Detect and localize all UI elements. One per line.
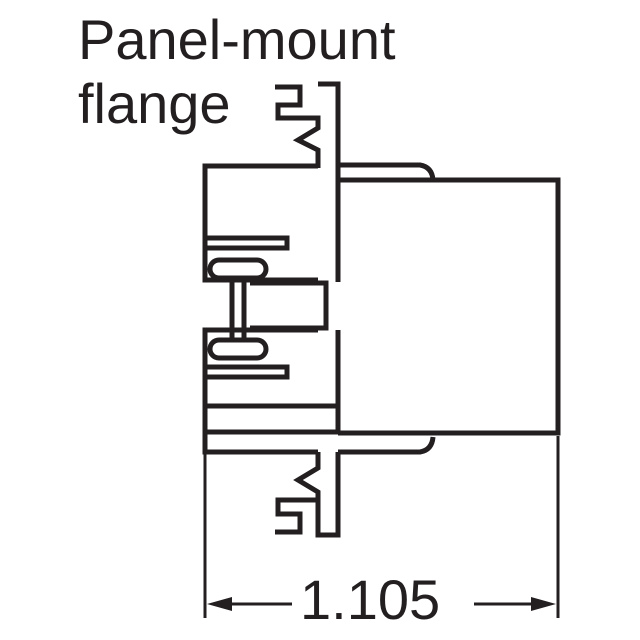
flange-callout-line1: Panel-mount	[78, 8, 396, 71]
upper-tab	[205, 235, 290, 251]
dimension-value: 1.105	[300, 568, 441, 631]
bottom-flange-body	[315, 452, 341, 538]
housing-top-cap	[338, 162, 436, 181]
flange-body	[318, 81, 341, 432]
center-plug	[250, 280, 329, 331]
dim-arrow-right	[531, 597, 556, 611]
lower-band	[205, 403, 338, 435]
housing-bottom-cap	[338, 436, 436, 455]
bottom-flange-hook	[275, 452, 321, 535]
left-block-upper	[202, 163, 318, 283]
flange-callout-line2: flange	[78, 72, 231, 135]
latch-link	[229, 278, 247, 340]
lower-latch-pin	[207, 337, 269, 361]
lower-tab	[205, 364, 290, 380]
upper-latch-pin	[207, 257, 269, 281]
dim-arrow-left	[207, 597, 232, 611]
top-flange-hook	[275, 84, 321, 168]
housing-body	[338, 177, 561, 436]
